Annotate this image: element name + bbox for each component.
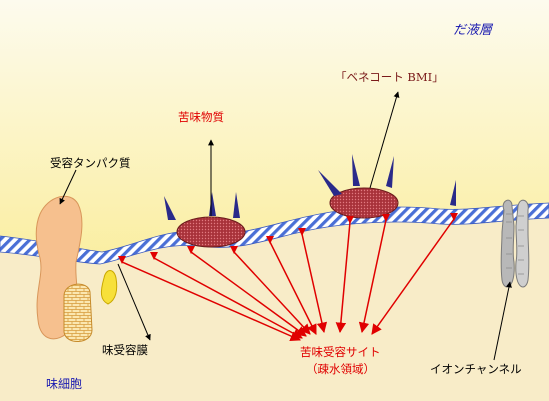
- red-arrows: [121, 218, 455, 342]
- taste-cell-body: [0, 218, 549, 401]
- ion-channel-shape: [500, 199, 530, 288]
- ion-channel-label: イオンチャンネル: [430, 362, 522, 376]
- wedge-molecules: [164, 154, 456, 220]
- taste-membrane-label: 味受容膜: [102, 343, 148, 357]
- brick-cell-block: [63, 283, 93, 342]
- bmi-compound-label: 「ベネコート BMI」: [335, 70, 444, 84]
- bmi-molecule-ellipse: [329, 187, 399, 219]
- saliva-layer-label: だ液層: [453, 23, 493, 38]
- taste-cell-label: 味細胞: [46, 377, 83, 391]
- receptor-site-markers: [118, 213, 458, 264]
- bitter-site-label-line1: 苦味受容サイト: [300, 345, 381, 359]
- bitter-molecule-ellipse: [176, 216, 246, 248]
- bitter-substance-label: 苦味物質: [178, 110, 224, 124]
- receptor-protein-label: 受容タンパク質: [50, 156, 131, 170]
- leader-arrows: [59, 91, 512, 361]
- yellow-bulb: [100, 270, 118, 305]
- taste-receptor-membrane: [0, 202, 549, 265]
- bitter-site-label-line2: （疎水領域）: [306, 362, 375, 376]
